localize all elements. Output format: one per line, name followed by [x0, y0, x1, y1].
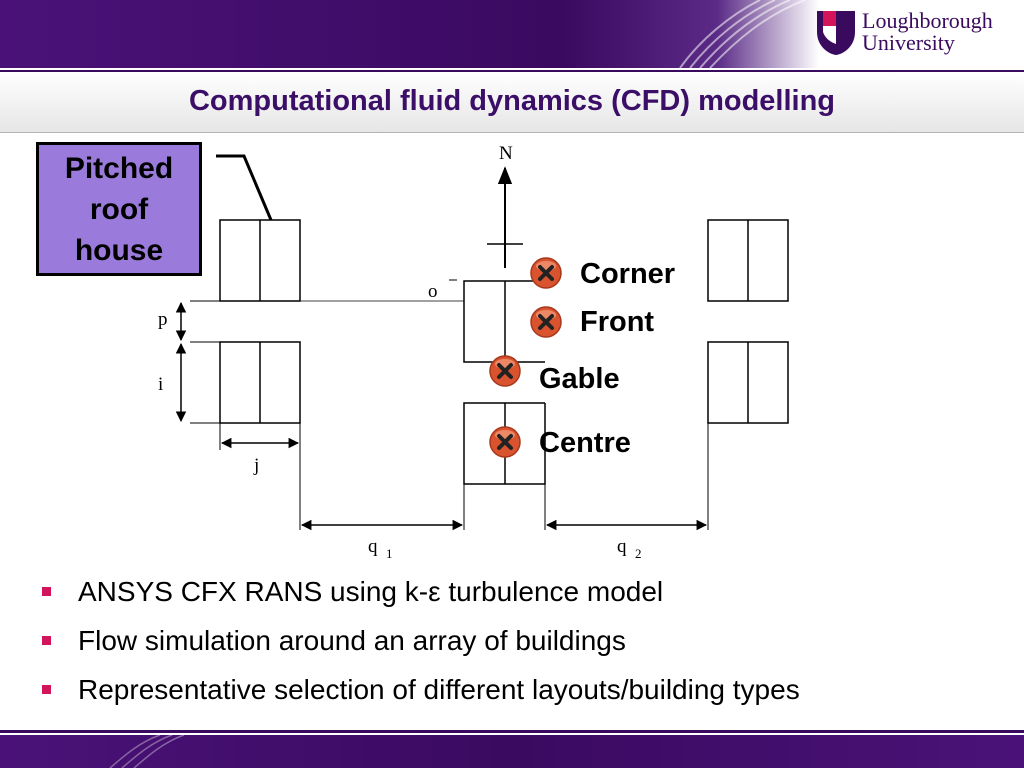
close-icon[interactable]: [488, 354, 522, 388]
top-banner: Loughborough University: [0, 0, 1024, 68]
dim-label-p: p: [158, 309, 168, 330]
page-title: Computational fluid dynamics (CFD) model…: [188, 85, 836, 117]
close-icon[interactable]: [529, 256, 563, 290]
close-icon[interactable]: [529, 305, 563, 339]
bullet-icon: [42, 685, 51, 694]
shield-icon: [817, 11, 855, 55]
dim-label-j: j: [253, 455, 259, 476]
list-item: Representative selection of different la…: [42, 672, 800, 721]
pitched-roof-line-2: roof: [89, 192, 149, 226]
list-item: Flow simulation around an array of build…: [42, 623, 800, 672]
dim-label-q1-sub: 1: [386, 546, 393, 561]
logo-line-1: Loughborough: [862, 8, 993, 33]
pitched-roof-line-1: Pitched: [64, 151, 174, 185]
dim-label-o: o: [428, 281, 438, 302]
bullet-text: ANSYS CFX RANS using k-ε turbulence mode…: [78, 576, 664, 607]
bullet-icon: [42, 587, 51, 596]
pitched-roof-line-3: house: [74, 233, 164, 267]
bullet-icon: [42, 636, 51, 645]
bullet-text: Flow simulation around an array of build…: [78, 625, 626, 656]
close-icon[interactable]: [488, 425, 522, 459]
sensor-label-front: Front: [580, 306, 655, 338]
list-item: ANSYS CFX RANS using k-ε turbulence mode…: [42, 574, 800, 623]
sensor-label-gable: Gable: [539, 363, 620, 395]
sensor-label-corner: Corner: [580, 258, 676, 290]
north-label: N: [499, 143, 513, 164]
bullet-text: Representative selection of different la…: [78, 674, 800, 705]
dim-label-i: i: [158, 374, 163, 395]
pitched-roof-pointer: [216, 154, 273, 221]
bullet-list: ANSYS CFX RANS using k-ε turbulence mode…: [42, 574, 800, 721]
pitched-roof-label: Pitched roof house: [36, 142, 202, 276]
dim-label-q2: q: [617, 536, 627, 557]
loughborough-logo: Loughborough University: [816, 8, 1024, 64]
dim-label-q2-sub: 2: [635, 546, 642, 561]
dim-label-q1: q: [368, 536, 378, 557]
logo-wordmark: Loughborough University: [862, 10, 993, 54]
sensor-label-centre: Centre: [539, 427, 631, 459]
banner-graphic: [0, 730, 1024, 768]
title-bar: Computational fluid dynamics (CFD) model…: [0, 70, 1024, 133]
bottom-banner: [0, 730, 1024, 768]
logo-line-2: University: [862, 30, 955, 55]
